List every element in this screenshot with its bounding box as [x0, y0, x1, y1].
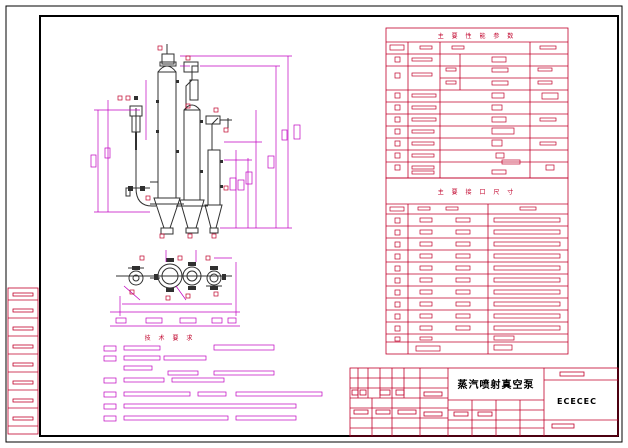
outer-border: [5, 5, 623, 443]
elevation-tags: [117, 45, 229, 239]
fittings: [128, 80, 223, 191]
first-column-top: [157, 65, 177, 73]
notes-lines: [103, 344, 323, 422]
notes-title: 技 术 要 求: [145, 334, 196, 342]
connection-table-cells: [389, 206, 561, 352]
parameter-table: [385, 27, 569, 179]
inner-border: [39, 15, 619, 437]
connection-table-title: 主 要 接 口 尺 寸: [438, 188, 517, 196]
second-column-body: [183, 109, 201, 201]
drawing-code: ECECEC: [557, 397, 597, 406]
title-block: [349, 367, 619, 437]
vapour-pipe: [185, 65, 198, 110]
left-margin-column: [7, 287, 39, 435]
elevation-dimensions: [90, 55, 301, 229]
first-column-body: [157, 71, 177, 199]
plan-dimensions: [110, 250, 240, 327]
elevation-view: [125, 44, 232, 235]
third-column-body: [207, 149, 221, 206]
plan-second-column: [182, 266, 202, 286]
plan-third-column: [206, 270, 222, 286]
first-column-cone: [153, 197, 181, 229]
parameter-table-title: 主 要 性 能 参 数: [438, 32, 517, 40]
plan-fittings: [132, 258, 226, 292]
parameter-table-cells: [389, 44, 559, 175]
first-column-head: [161, 53, 175, 65]
plan-ejector: [128, 270, 144, 286]
plan-tags: [129, 255, 219, 301]
drawing-title: 蒸汽喷射真空泵: [458, 378, 535, 391]
connection-table: [385, 177, 569, 355]
